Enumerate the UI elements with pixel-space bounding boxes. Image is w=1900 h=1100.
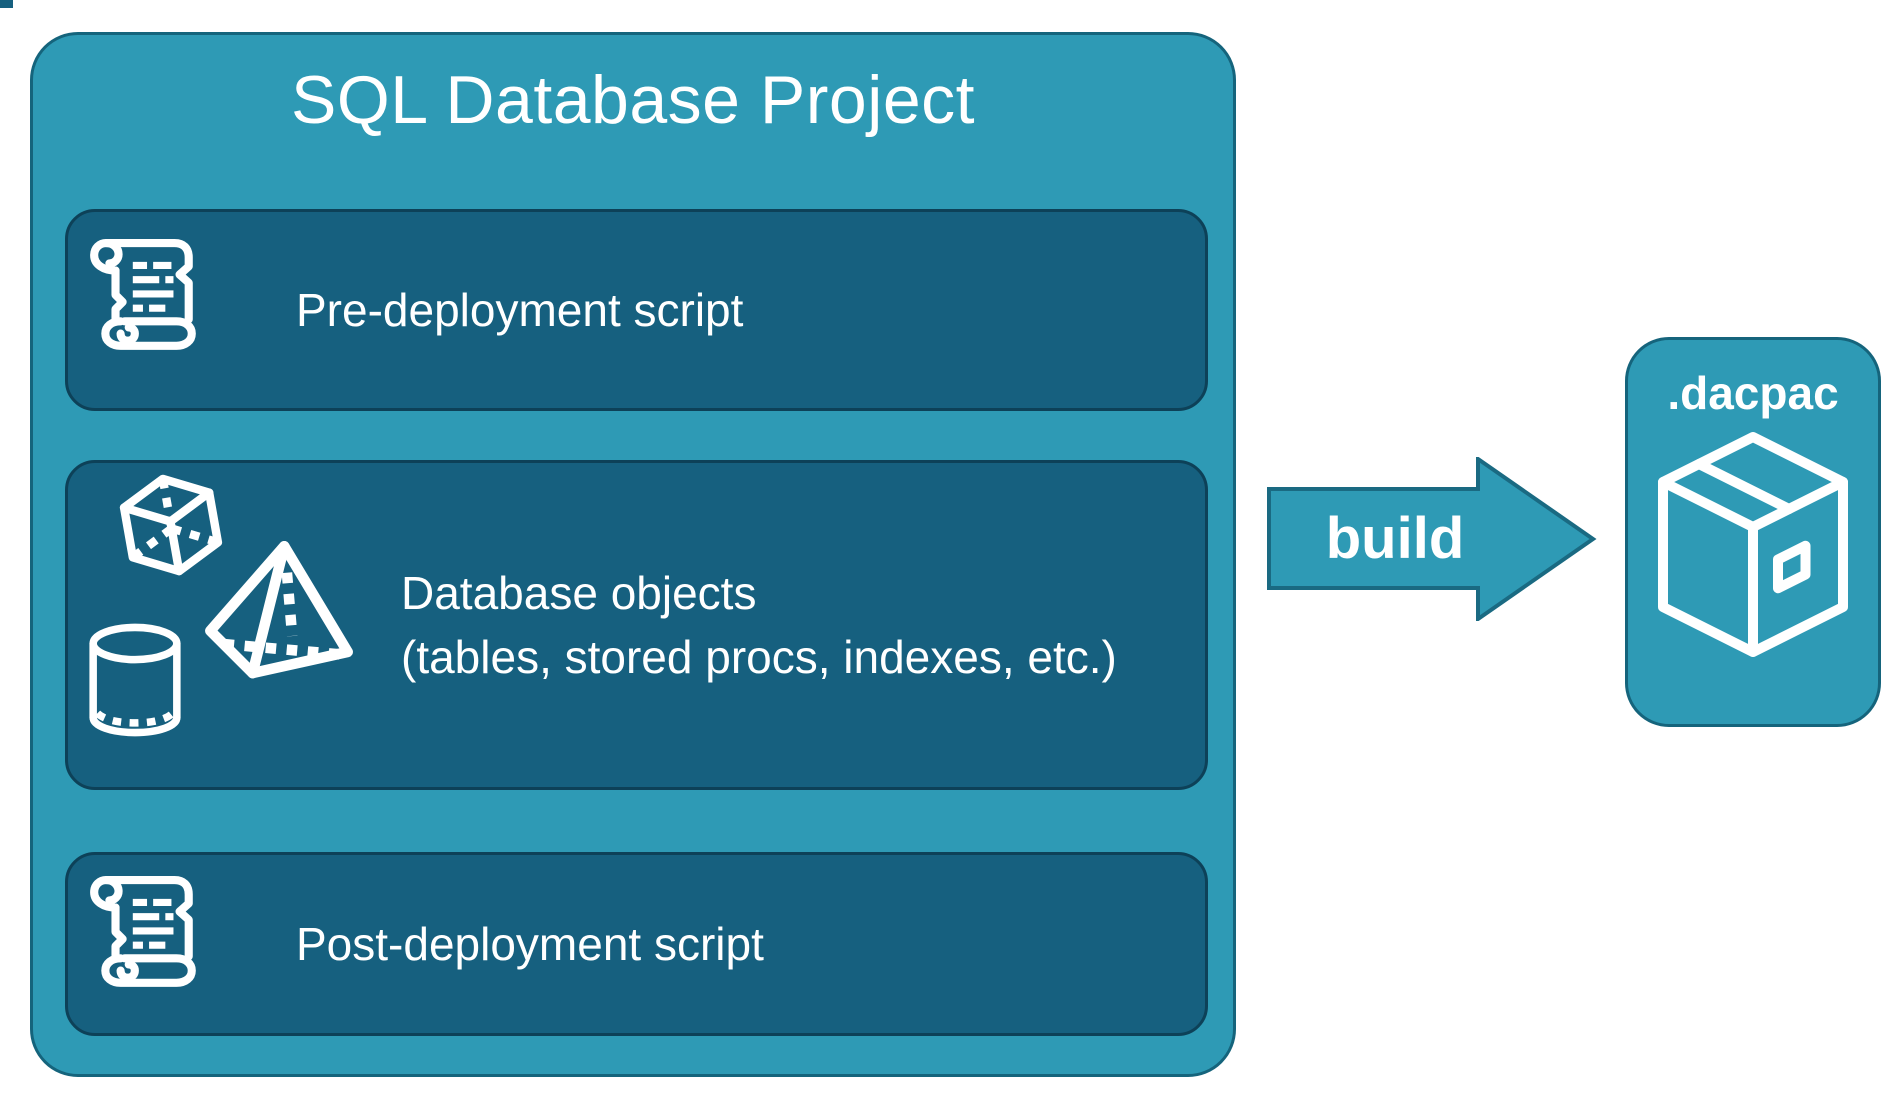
project-box-title: SQL Database Project [290, 62, 976, 138]
build-arrow-label: build [1325, 506, 1465, 571]
cylinder-icon [89, 623, 181, 737]
scroll-icon [90, 876, 196, 987]
package-icon [1658, 432, 1848, 657]
corner-fragment [0, 0, 13, 8]
pyramid-icon [205, 541, 353, 679]
build-arrow-icon [1267, 457, 1597, 621]
post-deployment-script-label: Post-deployment script [296, 918, 764, 970]
scroll-icon [90, 239, 196, 350]
post-deployment-script-box: Post-deployment script [65, 852, 1208, 1036]
database-objects-label-line1: Database objects [401, 567, 757, 619]
cube-icon [119, 474, 223, 576]
pre-deployment-script-box: Pre-deployment script [65, 209, 1208, 411]
dacpac-title: .dacpac [1667, 367, 1839, 419]
pre-deployment-script-label: Pre-deployment script [296, 284, 744, 336]
database-objects-label-line2: (tables, stored procs, indexes, etc.) [401, 631, 1117, 683]
database-objects-box: Database objects (tables, stored procs, … [65, 460, 1208, 790]
dacpac-box: .dacpac [1625, 337, 1881, 727]
sql-database-project-box: SQL Database Project Pre-deploymen [30, 32, 1236, 1077]
database-objects-label: Database objects (tables, stored procs, … [401, 463, 1117, 787]
